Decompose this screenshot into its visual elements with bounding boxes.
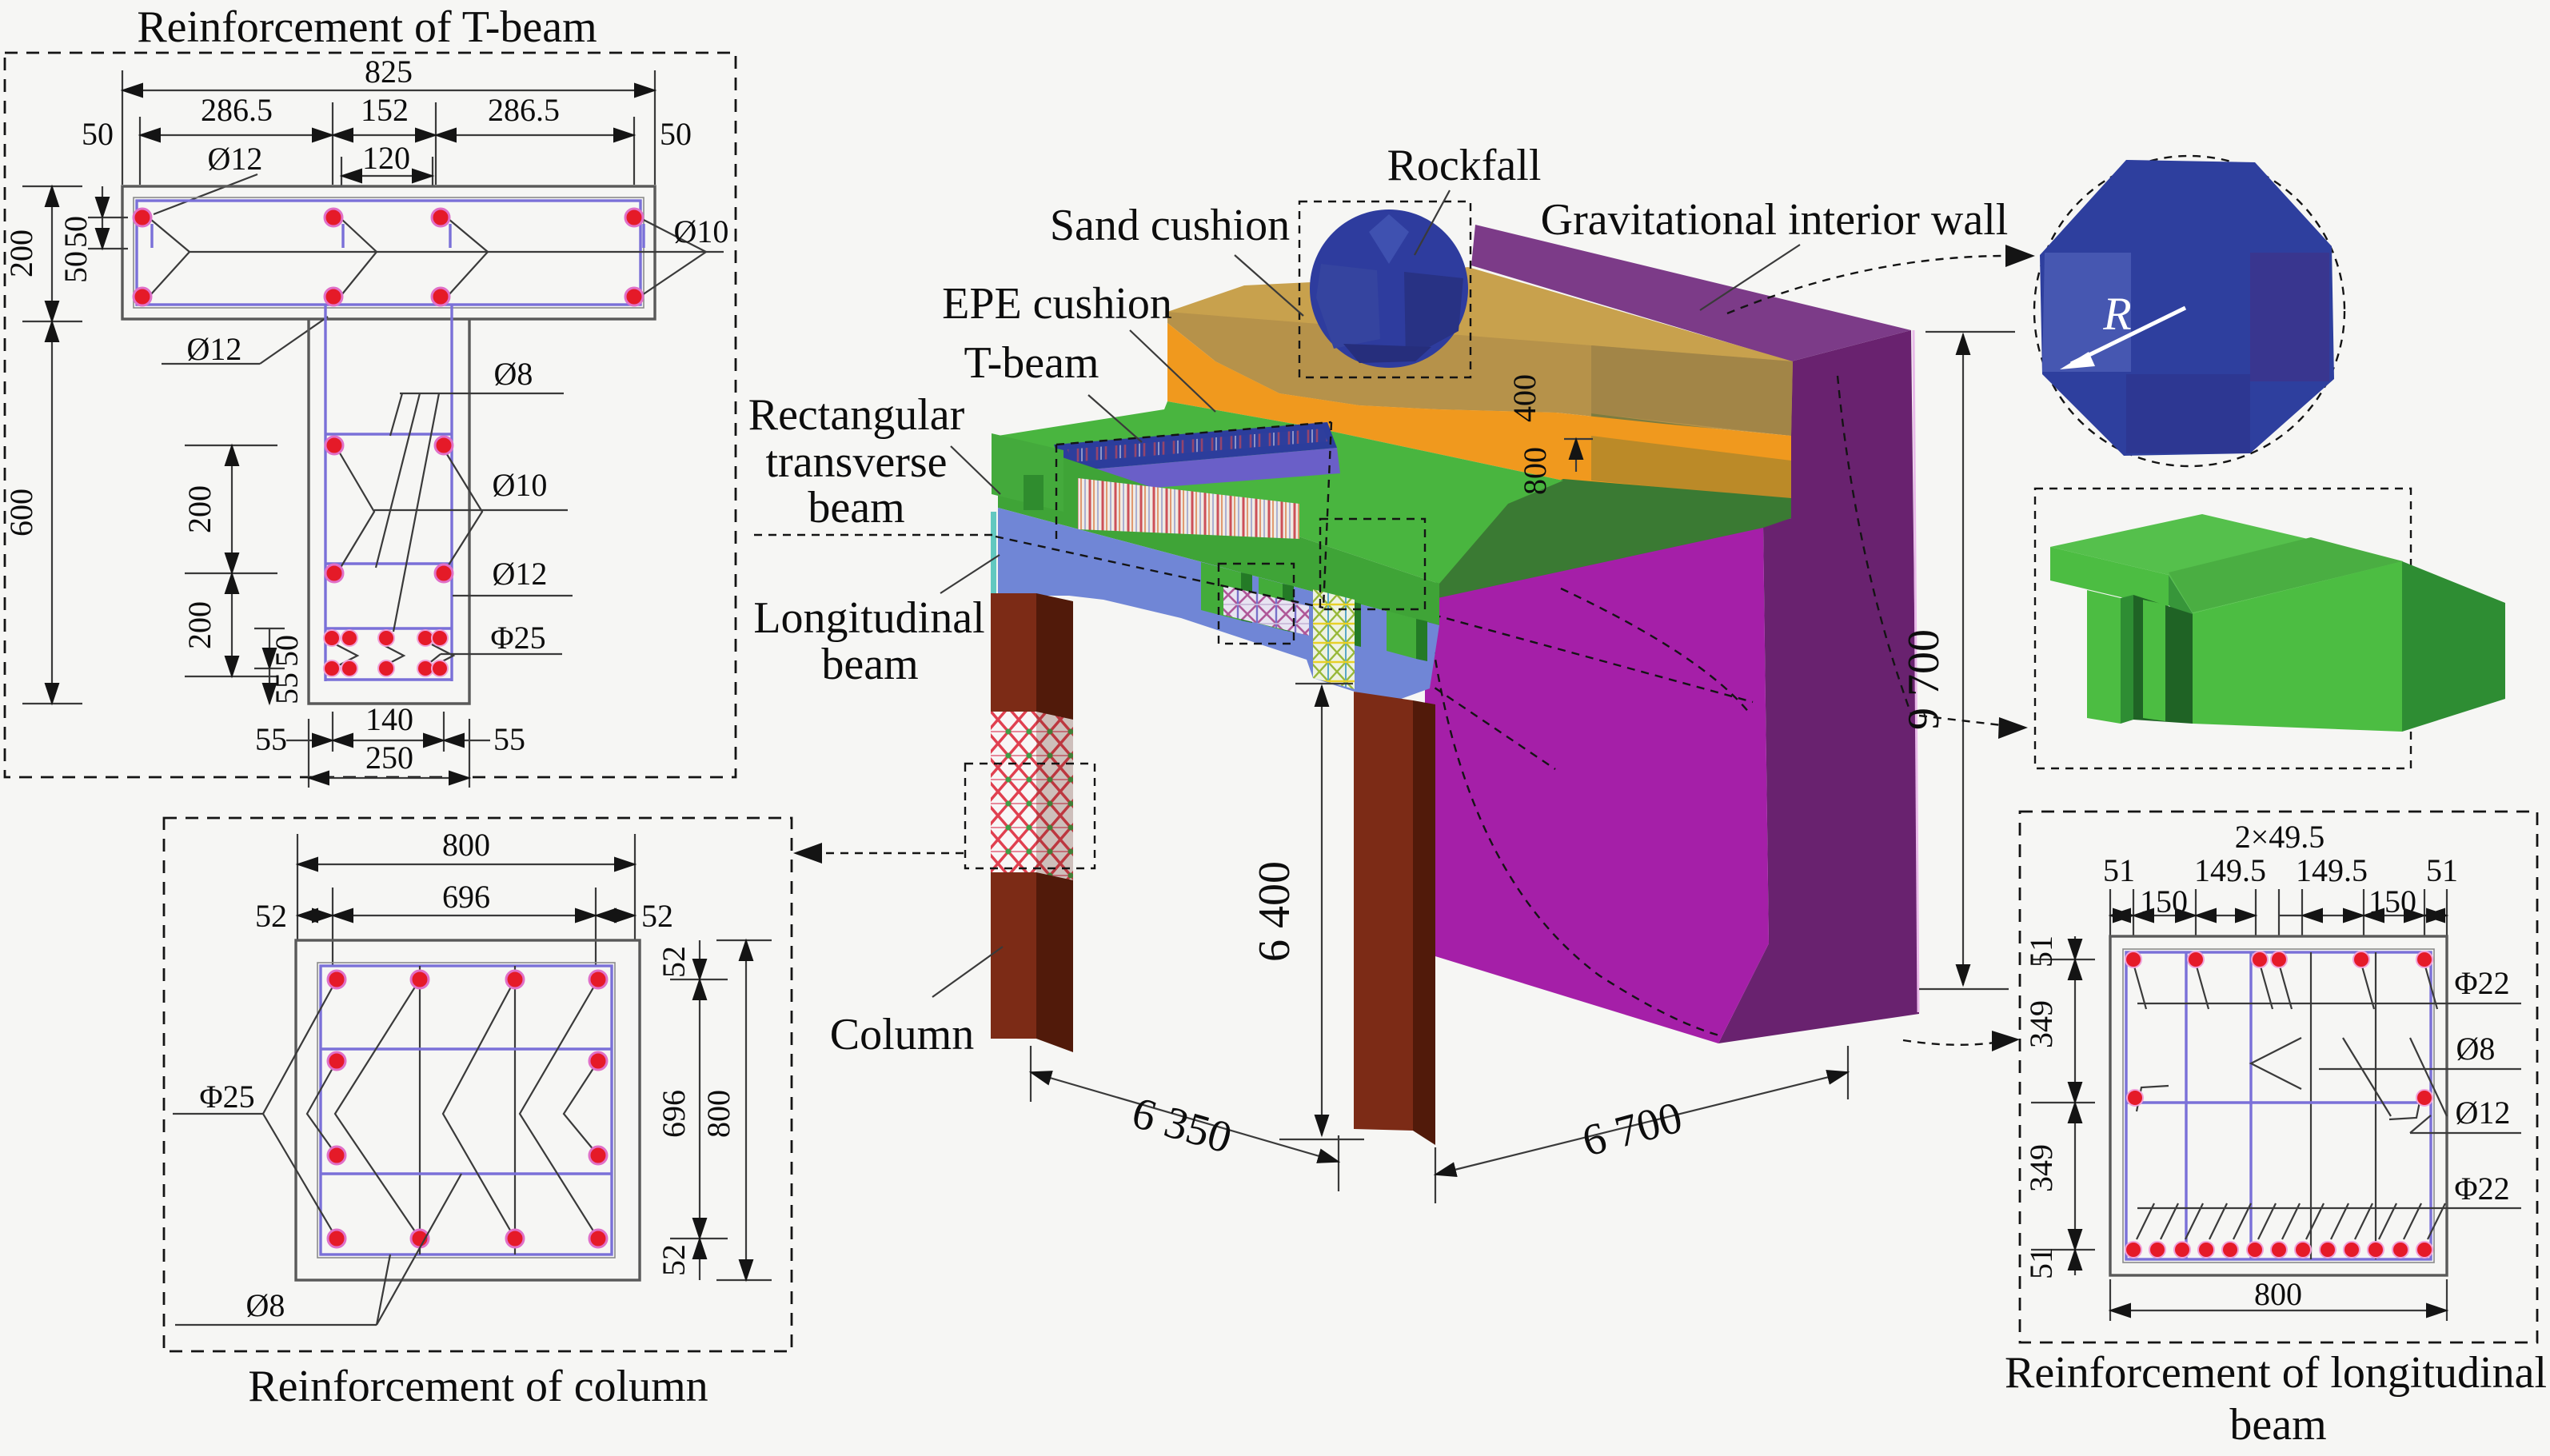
svg-text:beam: beam [821, 640, 918, 689]
svg-text:55: 55 [269, 672, 305, 704]
svg-text:beam: beam [2229, 1400, 2326, 1450]
svg-text:150: 150 [2368, 884, 2416, 919]
svg-text:152: 152 [361, 92, 409, 128]
svg-text:52: 52 [255, 898, 287, 934]
svg-text:transverse: transverse [765, 437, 947, 487]
svg-text:149.5: 149.5 [2296, 852, 2368, 888]
svg-text:Rockfall: Rockfall [1387, 141, 1542, 190]
svg-text:2×49.5: 2×49.5 [2235, 819, 2325, 855]
svg-text:Ø12: Ø12 [2456, 1095, 2511, 1131]
svg-text:600: 600 [3, 489, 39, 537]
svg-text:800: 800 [700, 1090, 736, 1138]
svg-text:50: 50 [58, 251, 94, 283]
svg-text:52: 52 [641, 898, 673, 934]
svg-text:R: R [2102, 288, 2131, 340]
svg-text:Φ22: Φ22 [2454, 965, 2509, 1001]
svg-text:Rectangular: Rectangular [748, 390, 965, 440]
svg-text:200: 200 [3, 229, 39, 277]
svg-text:Gravitational interior wall: Gravitational interior wall [1541, 195, 2009, 245]
svg-text:Ø12: Ø12 [208, 141, 263, 177]
svg-text:beam: beam [808, 483, 904, 533]
svg-text:800: 800 [442, 827, 490, 863]
svg-text:Ø12: Ø12 [187, 331, 242, 367]
svg-text:Reinforcement of column: Reinforcement of column [248, 1362, 708, 1411]
svg-text:51: 51 [2103, 852, 2135, 888]
svg-text:349: 349 [2023, 1144, 2059, 1192]
svg-text:50: 50 [58, 216, 94, 248]
svg-text:50: 50 [660, 116, 692, 152]
svg-text:825: 825 [365, 54, 413, 90]
svg-text:200: 200 [182, 485, 217, 533]
svg-text:51: 51 [2023, 935, 2059, 967]
svg-text:51: 51 [2023, 1247, 2059, 1279]
svg-text:52: 52 [656, 946, 692, 978]
svg-text:696: 696 [442, 879, 490, 915]
svg-text:Reinforcement of T-beam: Reinforcement of T-beam [137, 2, 597, 52]
svg-text:140: 140 [365, 701, 413, 737]
svg-text:800: 800 [2254, 1276, 2302, 1312]
svg-text:696: 696 [656, 1090, 692, 1138]
svg-text:50: 50 [269, 635, 305, 667]
svg-text:EPE cushion: EPE cushion [942, 279, 1172, 329]
svg-text:286.5: 286.5 [488, 92, 560, 128]
svg-text:Ø8: Ø8 [246, 1287, 285, 1323]
svg-text:800: 800 [1517, 447, 1553, 495]
svg-text:149.5: 149.5 [2194, 852, 2266, 888]
svg-text:Ø10: Ø10 [674, 213, 729, 249]
svg-text:6 400: 6 400 [1250, 861, 1299, 962]
svg-text:Column: Column [830, 1010, 974, 1059]
svg-text:400: 400 [1506, 374, 1542, 422]
svg-text:Ø12: Ø12 [493, 556, 548, 592]
svg-text:9 700: 9 700 [1899, 629, 1949, 730]
svg-text:50: 50 [82, 116, 114, 152]
svg-text:Φ25: Φ25 [199, 1079, 254, 1115]
svg-text:286.5: 286.5 [201, 92, 273, 128]
svg-text:Φ25: Φ25 [490, 620, 545, 656]
svg-text:349: 349 [2023, 1000, 2059, 1048]
svg-text:T-beam: T-beam [964, 338, 1099, 388]
svg-text:200: 200 [182, 601, 217, 649]
svg-text:120: 120 [362, 140, 410, 176]
svg-text:55: 55 [255, 721, 287, 757]
svg-text:Sand cushion: Sand cushion [1050, 201, 1290, 250]
svg-text:250: 250 [365, 740, 413, 776]
svg-text:Ø10: Ø10 [493, 467, 548, 503]
svg-text:Ø8: Ø8 [494, 356, 533, 392]
svg-text:Φ22: Φ22 [2454, 1171, 2509, 1207]
svg-text:Ø8: Ø8 [2456, 1031, 2496, 1067]
svg-text:Reinforcement of longitudinal: Reinforcement of longitudinal [2005, 1348, 2547, 1398]
svg-text:150: 150 [2140, 884, 2188, 919]
svg-text:52: 52 [656, 1244, 692, 1276]
svg-text:55: 55 [493, 721, 525, 757]
svg-text:51: 51 [2426, 852, 2458, 888]
svg-text:Longitudinal: Longitudinal [753, 593, 984, 643]
